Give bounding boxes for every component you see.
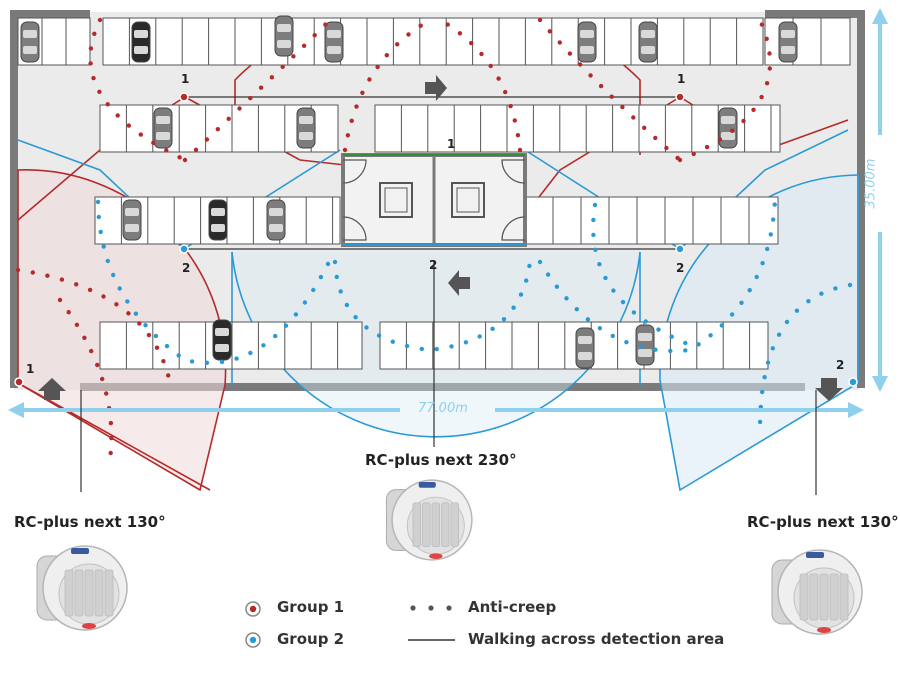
- group2-marker-label: 2: [836, 358, 845, 372]
- parking-row: [102, 17, 764, 66]
- parking-row: [379, 321, 769, 370]
- arrow-right-icon: [425, 75, 447, 101]
- arrow-up-icon: [38, 378, 66, 400]
- car-icon: [274, 15, 294, 57]
- width-dimension: [8, 402, 864, 418]
- car-icon: [778, 21, 798, 63]
- legend-group2-label: Group 2: [277, 630, 345, 648]
- motion-sensor-icon: [385, 479, 473, 561]
- elevator-icon: [451, 182, 485, 218]
- group1-marker-label: 1: [26, 362, 35, 376]
- height-label: 35.00m: [863, 158, 879, 209]
- car-icon: [296, 107, 316, 149]
- group2-marker-label: 2: [182, 261, 191, 275]
- sensor-left-title: RC-plus next 130°: [14, 513, 166, 531]
- group1-marker-label: 1: [677, 72, 686, 86]
- group2-marker-label: 2: [429, 258, 438, 272]
- width-label: 77.00m: [418, 401, 468, 416]
- car-icon: [718, 107, 738, 149]
- car-icon: [575, 327, 595, 369]
- arrow-down-icon: [815, 378, 843, 401]
- sensor-right-title: RC-plus next 130°: [747, 513, 899, 531]
- arrow-left-icon: [448, 270, 470, 296]
- elevator-icon: [379, 182, 413, 218]
- sensor-leader-lines: [80, 260, 817, 495]
- car-icon: [212, 319, 232, 361]
- legend-anti-creep-label: Anti-creep: [468, 598, 557, 616]
- car-icon: [635, 324, 655, 366]
- car-icon: [324, 21, 344, 63]
- motion-sensor-icon: [771, 549, 863, 635]
- car-icon: [122, 199, 142, 241]
- garage-walls: [10, 10, 865, 391]
- car-icon: [20, 21, 40, 63]
- group1-marker-label: 1: [447, 137, 456, 151]
- sensor-center-title: RC-plus next 230°: [365, 451, 517, 469]
- car-icon: [266, 199, 286, 241]
- motion-sensor-icon: [36, 545, 128, 631]
- car-icon: [577, 21, 597, 63]
- legend-group1-label: Group 1: [277, 598, 345, 616]
- parking-row: [764, 17, 851, 66]
- legend-marks: [245, 601, 455, 648]
- legend-walking-label: Walking across detection area: [468, 630, 725, 648]
- height-dimension: [872, 8, 888, 392]
- car-icon: [153, 107, 173, 149]
- car-icon: [131, 21, 151, 63]
- group2-marker-label: 2: [676, 261, 685, 275]
- anti-creep-dots: [15, 17, 853, 456]
- group1-marker-label: 1: [181, 72, 190, 86]
- elevator-core: [341, 153, 527, 247]
- car-icon: [638, 21, 658, 63]
- sensor-devices: [36, 479, 863, 635]
- parking-row: [374, 104, 781, 153]
- sensor-points: [14, 92, 858, 387]
- car-icon: [208, 199, 228, 241]
- parking-row: [524, 196, 779, 245]
